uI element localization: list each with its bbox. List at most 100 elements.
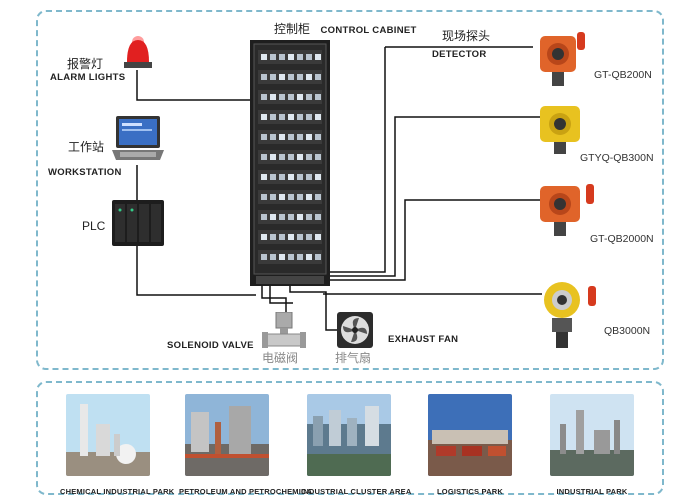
rack-module bbox=[261, 174, 267, 180]
rack-module bbox=[297, 74, 303, 80]
rack-module bbox=[288, 154, 294, 160]
rack-module bbox=[270, 134, 276, 140]
valve-wire-2 bbox=[269, 284, 293, 304]
rack-module bbox=[297, 114, 303, 120]
rack-module bbox=[297, 214, 303, 220]
rack-module bbox=[270, 54, 276, 60]
rack-module bbox=[315, 94, 321, 100]
chemical-park-photo bbox=[66, 394, 150, 476]
rack-module bbox=[306, 174, 312, 180]
control-cabinet bbox=[250, 40, 330, 286]
gas-detector-3-icon bbox=[540, 184, 594, 236]
rack-module bbox=[315, 174, 321, 180]
solenoid-en-label: SOLENOID VALVE bbox=[167, 340, 254, 351]
alarm-light-icon bbox=[124, 36, 152, 68]
rack-module bbox=[270, 74, 276, 80]
fan-cn-label: 排气扇 bbox=[335, 351, 372, 365]
rack-module bbox=[279, 154, 285, 160]
park-industrial: INDUSTRIAL PARK bbox=[544, 394, 640, 496]
rack-module bbox=[315, 234, 321, 240]
rack-module bbox=[297, 254, 303, 260]
fan-en-label: EXHAUST FAN bbox=[388, 334, 459, 345]
plc-label: PLC bbox=[82, 219, 106, 233]
rack-module bbox=[315, 154, 321, 160]
rack-module bbox=[261, 194, 267, 200]
valve-wire bbox=[261, 284, 287, 320]
industrial-cluster-photo bbox=[307, 394, 391, 476]
rack-module bbox=[261, 134, 267, 140]
rack-module bbox=[261, 54, 267, 60]
rack-module bbox=[279, 74, 285, 80]
park-petroleum: PETROLEUM AND PETROCHEMICA bbox=[179, 394, 313, 496]
rack-module bbox=[288, 214, 294, 220]
rack-module bbox=[270, 154, 276, 160]
rack-module bbox=[288, 114, 294, 120]
industrial-park-photo bbox=[550, 394, 634, 476]
application-scenarios-panel bbox=[36, 381, 664, 495]
solenoid-valve-icon bbox=[262, 312, 306, 348]
rack-module bbox=[279, 194, 285, 200]
rack-module bbox=[306, 114, 312, 120]
rack-module bbox=[297, 154, 303, 160]
rack-module bbox=[315, 214, 321, 220]
plc-device-icon bbox=[112, 200, 164, 246]
system-diagram-panel bbox=[36, 10, 664, 370]
exhaust-fan-icon bbox=[337, 312, 373, 348]
park-label: CHEMICAL INDUSTRIAL PARK bbox=[60, 487, 175, 496]
rack-module bbox=[288, 74, 294, 80]
rack-module bbox=[279, 234, 285, 240]
gas-detector-1-icon bbox=[540, 32, 585, 86]
park-label: LOGISTICS PARK bbox=[437, 487, 503, 496]
rack-module bbox=[297, 94, 303, 100]
petroleum-park-photo bbox=[185, 394, 269, 476]
rack-module bbox=[261, 214, 267, 220]
rack-module bbox=[288, 174, 294, 180]
park-label: INDUSTRIAL PARK bbox=[556, 487, 628, 496]
rack-module bbox=[306, 194, 312, 200]
gas-detector-4-icon bbox=[544, 282, 596, 348]
rack-module bbox=[306, 154, 312, 160]
rack-module bbox=[306, 134, 312, 140]
rack-module bbox=[288, 194, 294, 200]
sensor-model-3: GT-QB2000N bbox=[590, 233, 654, 245]
sensor-model-2: GTYQ-QB300N bbox=[580, 152, 654, 164]
rack-module bbox=[288, 234, 294, 240]
rack-module bbox=[315, 74, 321, 80]
rack-module bbox=[279, 174, 285, 180]
rack-module bbox=[279, 114, 285, 120]
rack-module bbox=[270, 234, 276, 240]
sensor-model-4: QB3000N bbox=[604, 325, 651, 337]
rack-module bbox=[261, 114, 267, 120]
rack-module bbox=[306, 94, 312, 100]
workstation-laptop-icon bbox=[112, 116, 164, 160]
rack-module bbox=[270, 194, 276, 200]
rack-module bbox=[261, 254, 267, 260]
rack-module bbox=[315, 134, 321, 140]
rack-module bbox=[306, 234, 312, 240]
solenoid-cn-label: 电磁阀 bbox=[262, 351, 299, 365]
rack-module bbox=[261, 234, 267, 240]
detector-en-label: DETECTOR bbox=[432, 49, 487, 60]
rack-module bbox=[297, 234, 303, 240]
park-label: PETROLEUM AND PETROCHEMICA bbox=[179, 487, 313, 496]
rack-module bbox=[270, 114, 276, 120]
sensor-model-1: GT-QB200N bbox=[594, 69, 652, 81]
rack-module bbox=[279, 54, 285, 60]
rack-module bbox=[315, 254, 321, 260]
rack-module bbox=[315, 114, 321, 120]
park-label: INDUSTRIAL CLUSTER AREA bbox=[301, 487, 412, 496]
rack-module bbox=[270, 94, 276, 100]
sensor-wire-3 bbox=[323, 199, 540, 281]
rack-module bbox=[288, 54, 294, 60]
rack-module bbox=[270, 214, 276, 220]
rack-module bbox=[261, 74, 267, 80]
alarm-en-label: ALARM LIGHTS bbox=[50, 72, 126, 83]
rack-module bbox=[279, 94, 285, 100]
logistics-park-photo bbox=[428, 394, 512, 476]
park-logistics: LOGISTICS PARK bbox=[422, 394, 518, 496]
rack-module bbox=[315, 54, 321, 60]
rack-module bbox=[297, 134, 303, 140]
rack-module bbox=[306, 254, 312, 260]
sensor-wire-2 bbox=[323, 116, 540, 277]
